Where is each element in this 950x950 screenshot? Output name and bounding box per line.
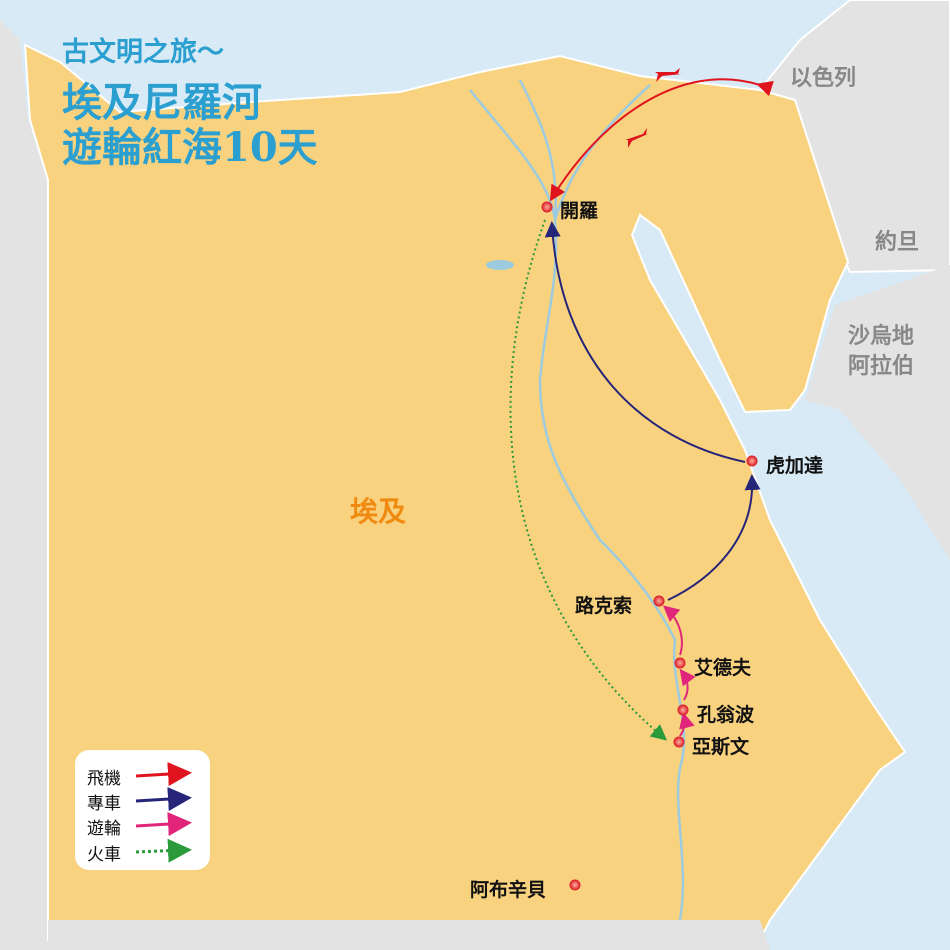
label-egypt: 埃及 <box>350 495 407 528</box>
title-line-3: 遊輪紅海10天 <box>62 124 318 171</box>
cruise-route-2 <box>679 668 696 701</box>
israel-jordan-region <box>758 0 950 274</box>
saudi-region <box>805 265 950 560</box>
airplane-icons <box>625 68 682 148</box>
city-kom-ombo: 孔翁波 <box>697 704 755 726</box>
legend-flight: 飛機 <box>87 769 121 789</box>
cruise-route-3 <box>679 712 695 737</box>
label-saudi-line1: 沙烏地 <box>848 324 915 349</box>
coach-route-hurghada-cairo <box>544 221 746 463</box>
title-line-2: 埃及尼羅河 <box>62 79 262 126</box>
label-saudi-line2: 阿拉伯 <box>848 354 915 379</box>
title-line-1: 古文明之旅～ <box>62 37 224 68</box>
city-cairo: 開羅 <box>560 200 599 222</box>
cruise-route-1 <box>662 605 683 656</box>
lake-qarun <box>486 260 514 270</box>
libya-region <box>0 0 48 950</box>
city-edfu: 艾德夫 <box>694 657 752 679</box>
label-jordan: 約旦 <box>875 230 920 255</box>
legend-train: 火車 <box>87 845 121 865</box>
label-israel: 以色列 <box>790 66 857 91</box>
city-luxor: 路克索 <box>575 595 633 617</box>
legend-coach: 專車 <box>87 794 121 814</box>
legend-cruise: 遊輪 <box>87 819 121 839</box>
legend: 飛機 專車 遊輪 火車 <box>75 750 210 870</box>
label-saudi: 沙烏地阿拉伯 <box>848 322 914 382</box>
city-aswan: 亞斯文 <box>692 736 750 758</box>
sudan-region <box>48 920 770 950</box>
flight-route <box>549 78 774 202</box>
coach-route-luxor-hurghada <box>667 474 761 601</box>
city-hurghada: 虎加達 <box>766 455 824 477</box>
city-markers <box>541 201 758 891</box>
city-abu-simbel: 阿布辛貝 <box>470 879 547 901</box>
